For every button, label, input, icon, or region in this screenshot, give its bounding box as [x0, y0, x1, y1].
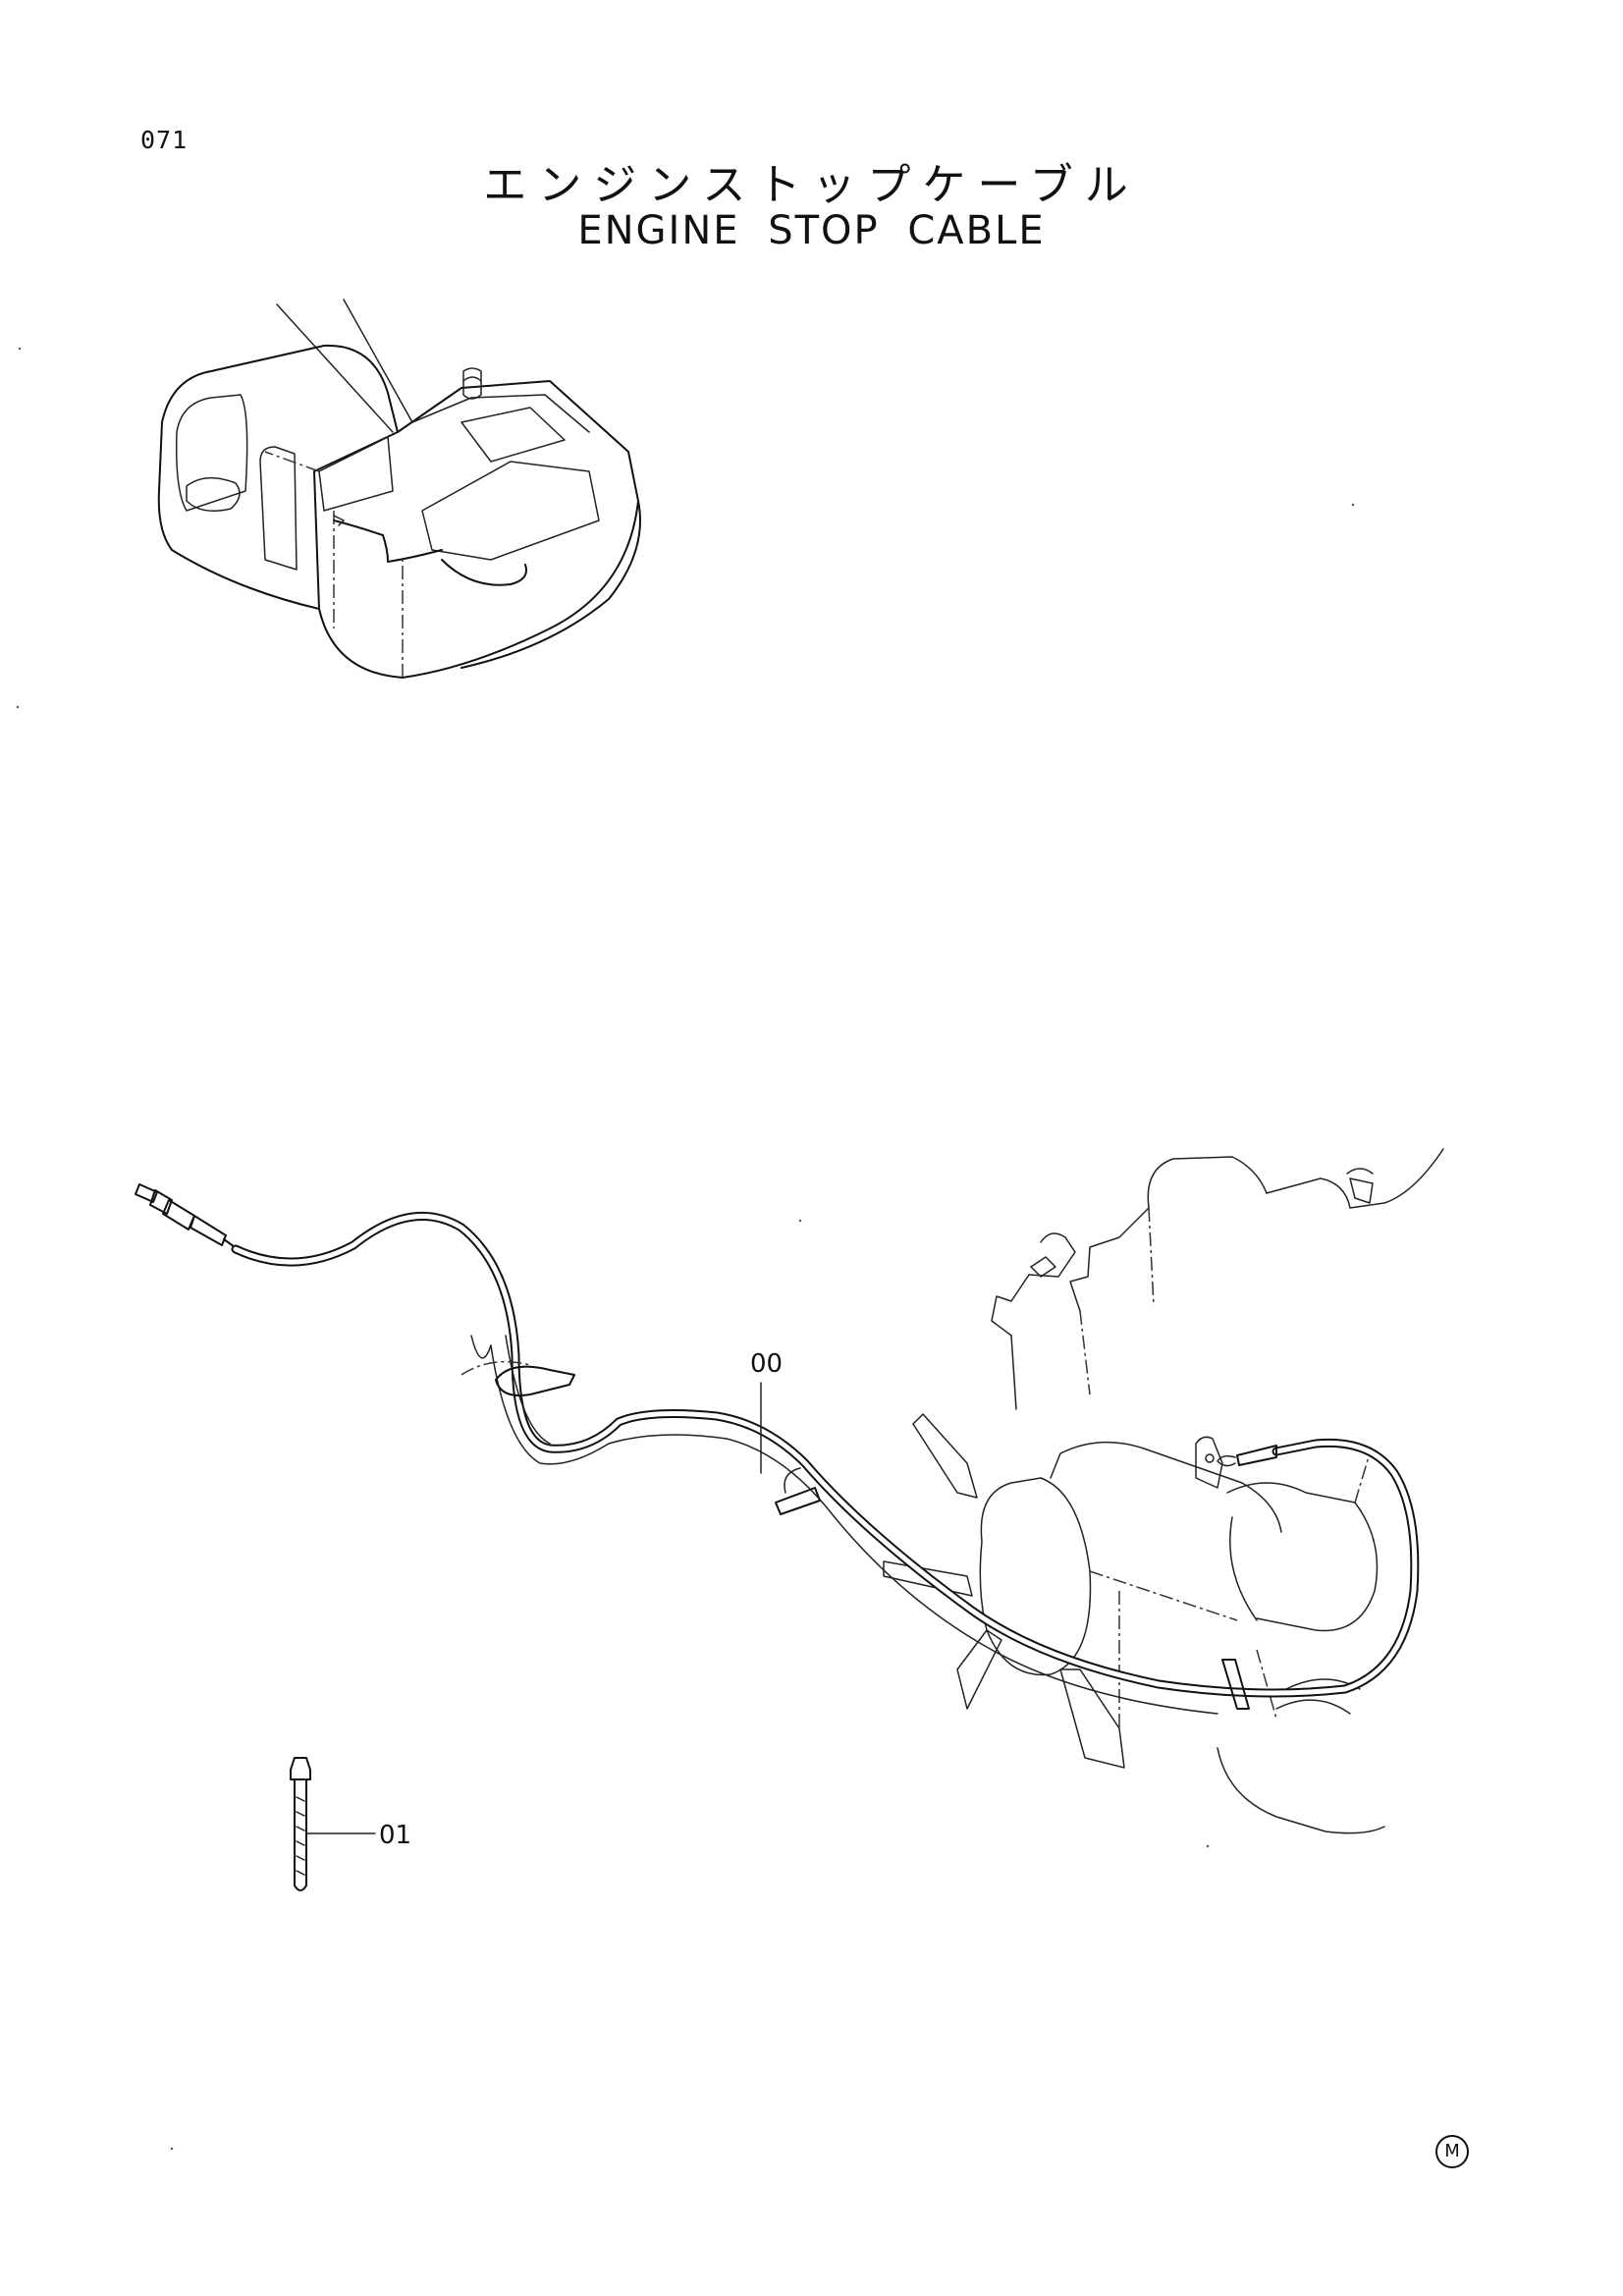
machine-overview-illustration	[157, 299, 641, 679]
title-english: ENGINE STOP CABLE	[577, 208, 1046, 253]
engine-illustration	[883, 1148, 1444, 1834]
scan-specks	[16, 347, 1355, 2151]
cable-tie-part	[290, 1757, 376, 1891]
cable-knob-end	[135, 1183, 239, 1250]
callout-label-00: 00	[750, 1349, 784, 1379]
title-japanese: エンジンストップケーブル	[483, 160, 1140, 210]
corner-mark: M	[1435, 2135, 1469, 2168]
callout-label-01: 01	[379, 1821, 412, 1850]
page-number: 071	[140, 126, 189, 154]
engine-stop-cable	[135, 1183, 1420, 1715]
